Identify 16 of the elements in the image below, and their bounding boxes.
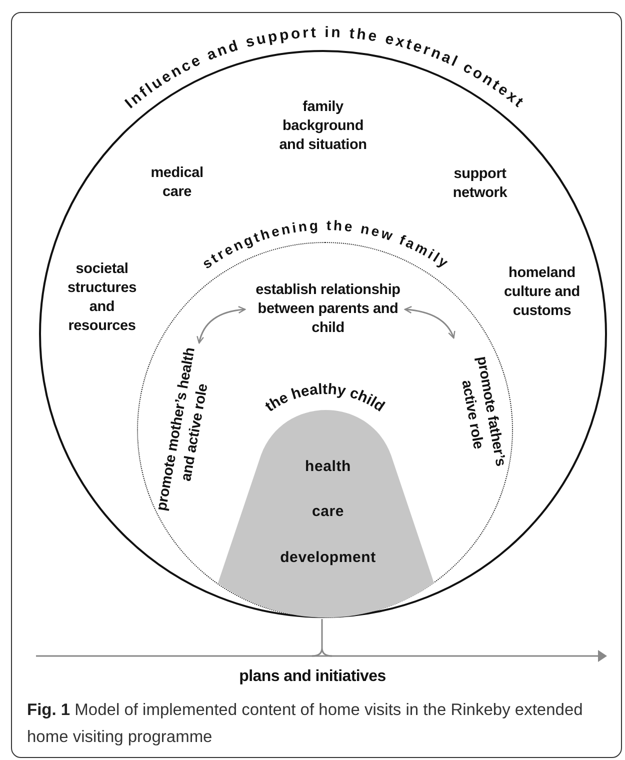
double-arrow — [404, 306, 455, 339]
figure-caption: Fig. 1 Model of implemented content of home visits in the Rinkeby extended home visiting programme — [27, 700, 584, 748]
axis-label: plans and initiatives — [239, 668, 386, 685]
factor-label: societal structures and resources — [66, 260, 138, 336]
dome-label: health — [305, 458, 351, 475]
dome-label: care — [312, 503, 344, 520]
factor-label: homeland culture and customs — [503, 264, 581, 321]
curved-heading: the healthy child — [262, 380, 388, 416]
double-arrow — [196, 306, 246, 344]
goal-text: promote mother’s health and active role — [152, 344, 220, 518]
goal-text: establish relationship between parents and child — [248, 281, 408, 333]
goal-text: promote father’s active role — [450, 340, 512, 486]
factor-label: medical care — [150, 164, 204, 202]
factor-label: support network — [452, 165, 508, 203]
factor-label: family background and situation — [278, 98, 368, 155]
dome-label: development — [280, 549, 376, 566]
